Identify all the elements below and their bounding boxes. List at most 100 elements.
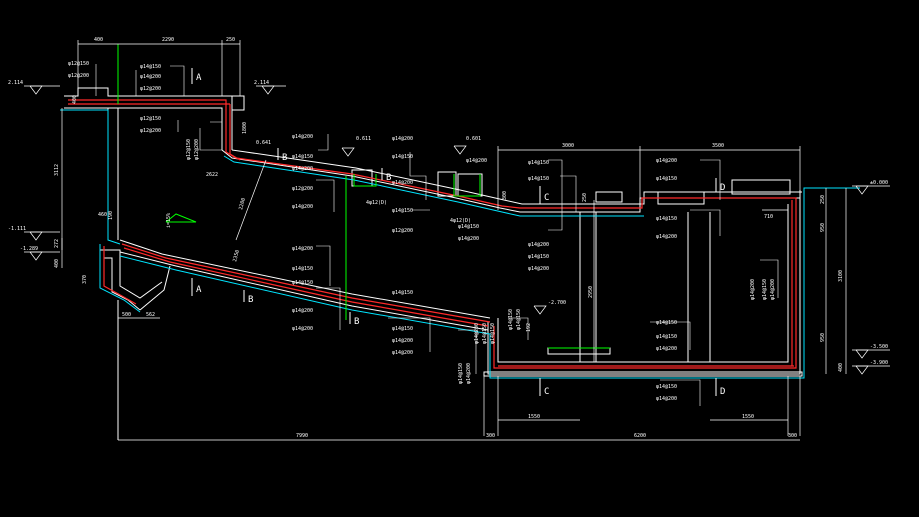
dim-2950: 2950 [588, 286, 594, 298]
section-c-top: C [544, 193, 549, 203]
rebar-c-9: 4φ12(D) [450, 218, 471, 224]
dim-400-left-b: 400 [72, 95, 78, 104]
level-symbols [24, 85, 890, 375]
section-c-bottom: C [544, 387, 549, 397]
dim-272: 272 [54, 239, 60, 248]
dim-460: 460 [98, 212, 107, 218]
dim-500: 500 [122, 312, 131, 318]
rebar-tm-5: φ12@200 [140, 128, 161, 134]
dim-3112: 3112 [54, 164, 60, 176]
dim-562: 562 [146, 312, 155, 318]
rebar-wb-1: φ14@150 [458, 363, 464, 384]
level-minus-2700: -2.700 [548, 300, 566, 306]
dim-2200: 2200 [238, 197, 247, 210]
dim-2290-top: 2290 [162, 37, 174, 43]
rebar-tl-1: φ12@150 [68, 61, 89, 67]
slope-percent: i=15% [166, 213, 172, 228]
rebar-s-4: φ12@200 [292, 186, 313, 192]
rebar-sr-5: φ14@200 [528, 266, 549, 272]
rebar-s-5: φ14@200 [292, 204, 313, 210]
dim-400-right: 400 [838, 363, 844, 372]
dim-1800: 1800 [242, 122, 248, 134]
dimension-lines [61, 40, 847, 441]
rebar-c-3: φ14@200 [392, 180, 413, 186]
section-b-4: B [354, 317, 359, 327]
rebar-bot-3: φ14@200 [474, 323, 480, 344]
rebar-c-2: φ14@150 [392, 154, 413, 160]
level-0641: 0.641 [256, 140, 271, 146]
rebar-wb-2: φ14@200 [466, 363, 472, 384]
section-a-bottom: A [196, 285, 202, 295]
rebar-s-3: φ14@200 [292, 166, 313, 172]
rebar-c-10: φ14@200 [466, 158, 487, 164]
rebar-tm-3: φ12@200 [140, 86, 161, 92]
rebar-bot-4: φ14@150 [482, 323, 488, 344]
rebar-pc-7: φ14@200 [750, 279, 756, 300]
rebar-ls-5: φ14@150 [392, 290, 413, 296]
rebar-v-1: φ12@150 [186, 139, 192, 160]
concrete-outline [64, 87, 803, 440]
rebar-ls-6: φ14@150 [392, 326, 413, 332]
rebar-v-2: φ12@200 [194, 139, 200, 160]
rebar-tl-2: φ12@200 [68, 73, 89, 79]
rebar-c-4: φ12@200 [392, 228, 413, 234]
dim-3000-top: 3000 [562, 143, 574, 149]
dim-3100: 3100 [838, 270, 844, 282]
level-plus-zero: ±0.000 [870, 180, 888, 186]
drawing-annotations: 400 2290 250 3000 3500 500 562 7990 300 … [8, 37, 888, 439]
section-b-2: B [248, 295, 253, 305]
level-left-minus-2: -1.289 [20, 246, 38, 252]
waterproof-layer [60, 109, 860, 379]
dim-2622: 2622 [206, 172, 218, 178]
dim-192: 192 [526, 323, 532, 332]
dim-400-left-a: 400 [54, 259, 60, 268]
rebar-sr-1: φ14@150 [528, 160, 549, 166]
section-b-1: B [282, 153, 287, 163]
rebar-ls-7: φ14@200 [392, 338, 413, 344]
dim-2350: 2350 [232, 249, 241, 262]
dim-190: 190 [108, 211, 114, 220]
level-0611: 0.611 [356, 136, 371, 142]
rebar-pc-5: φ14@150 [656, 320, 677, 326]
level-minus-3500: -3.500 [870, 344, 888, 350]
rebar-leader-lines [95, 64, 779, 406]
rebar-pc-6: φ14@150 [656, 334, 677, 340]
rebar-pc-11: φ14@200 [770, 279, 776, 300]
rebar-c-8: φ14@200 [458, 236, 479, 242]
rebar-tm-2: φ14@200 [140, 74, 161, 80]
rebar-sr-3: φ14@200 [528, 242, 549, 248]
rebar-ls-3: φ14@200 [292, 308, 313, 314]
dim-250-right: 250 [820, 195, 826, 204]
rebar-tm-4: φ12@150 [140, 116, 161, 122]
rebar-pc-9: φ14@150 [656, 384, 677, 390]
dim-250-top: 250 [226, 37, 235, 43]
section-a-top: A [196, 73, 202, 83]
section-b-3: B [386, 173, 391, 183]
level-top-mid: 2.114 [254, 80, 269, 86]
level-minus-3900: -3.900 [870, 360, 888, 366]
section-markers [117, 44, 610, 349]
dim-710: 710 [764, 214, 773, 220]
rebar-c-6: φ14@150 [392, 208, 413, 214]
rebar-bot-1: φ14@150 [508, 309, 514, 330]
rebar-pc-8: φ14@150 [762, 279, 768, 300]
rebar-lines [68, 99, 797, 369]
rebar-c-5: 4φ12(D) [366, 200, 387, 206]
section-d-bottom: D [720, 387, 725, 397]
rebar-sr-4: φ14@150 [528, 254, 549, 260]
level-top-left: 2.114 [8, 80, 23, 86]
dim-6200: 6200 [634, 433, 646, 439]
rebar-pc-10: φ14@200 [656, 396, 677, 402]
rebar-s-6: φ14@200 [292, 246, 313, 252]
dim-3500-top: 3500 [712, 143, 724, 149]
rebar-ls-2: φ14@150 [292, 280, 313, 286]
rebar-tm-1: φ14@150 [140, 64, 161, 70]
rebar-bot-2: φ14@150 [516, 309, 522, 330]
rebar-ls-8: φ14@200 [392, 350, 413, 356]
section-cut-marks [191, 68, 717, 396]
dim-250-mid: 250 [582, 193, 588, 202]
rebar-c-1: φ14@200 [392, 136, 413, 142]
dim-370: 370 [82, 275, 88, 284]
level-0601: 0.601 [466, 136, 481, 142]
